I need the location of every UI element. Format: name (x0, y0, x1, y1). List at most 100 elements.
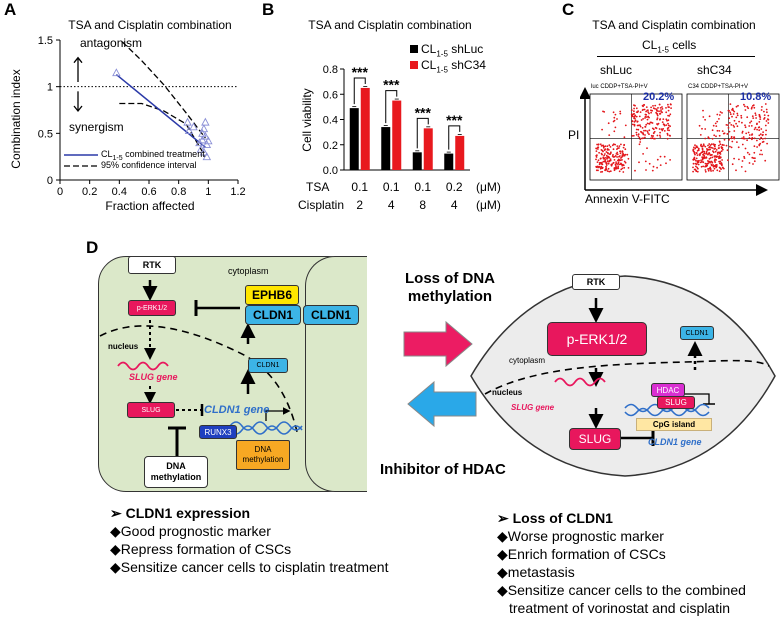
b-bar-shLuc-3 (412, 152, 422, 170)
a-data-point (183, 117, 192, 126)
flow-event (642, 153, 644, 155)
panel-label-a: A (4, 0, 17, 19)
right-dna-1 (624, 403, 710, 413)
flow-event (748, 162, 751, 164)
flow-event (608, 144, 611, 147)
flow-event (712, 151, 715, 154)
flow-event (764, 137, 767, 140)
flow-event (623, 154, 626, 157)
flow-event (726, 133, 729, 135)
flow-event (705, 153, 707, 155)
flow-event (648, 112, 650, 115)
flow-event (667, 106, 670, 108)
flow-event (644, 129, 647, 132)
flow-event (754, 112, 757, 115)
flow-event (659, 134, 661, 137)
flow-event (656, 158, 659, 161)
flow-event (617, 161, 620, 164)
flow-event (601, 166, 604, 169)
flow-event (633, 110, 635, 113)
flow-event (663, 155, 666, 158)
plot2-header: C34 CDDP+TSA-PI+V (688, 84, 749, 90)
flow-event (632, 134, 635, 137)
panel-b-legend: CL1-5 shLuc CL1-5 shC34 (410, 42, 486, 75)
flow-event (693, 152, 696, 155)
nuclear-membrane (99, 325, 299, 437)
flow-event (753, 106, 756, 109)
b-sig-label: *** (383, 77, 400, 93)
flow-event (760, 128, 763, 130)
flow-event (719, 143, 722, 146)
flow-event (716, 153, 719, 155)
flow-event (646, 130, 649, 133)
flow-event (661, 128, 663, 131)
bottom-right-item-2: ◆Enrich formation of CSCs (497, 546, 666, 562)
flow-event (644, 117, 646, 119)
flow-event (753, 160, 756, 163)
panel-a-title: TSA and Cisplatin combination (68, 18, 232, 32)
legend-prefix: CL (101, 149, 113, 159)
flow-event (767, 122, 770, 124)
flow-event (595, 158, 597, 161)
flow-event (638, 136, 641, 139)
flow-event (712, 169, 714, 172)
flow-event (604, 153, 606, 155)
flow-event (616, 145, 619, 147)
row-label-cisplatin: Cisplatin (298, 198, 345, 212)
flow-event (765, 129, 767, 132)
b-bar-shLuc-2 (381, 127, 391, 170)
bottom-right-heading: ➢ Loss of CLDN1 (497, 510, 613, 526)
flow-event (613, 119, 616, 122)
flow-event (624, 148, 627, 151)
flow-event (759, 142, 762, 145)
flow-event (633, 115, 636, 118)
flow-event (764, 103, 767, 105)
flow-event (741, 132, 744, 134)
flow-event (637, 128, 640, 131)
flow-event (767, 114, 770, 117)
flow-event (738, 120, 740, 123)
dna-methylation-tag: DNA methylation (236, 440, 290, 470)
b-bar-shC34-2 (392, 100, 402, 170)
flow-event (668, 129, 670, 132)
flow-event (698, 124, 701, 127)
flow-event (702, 157, 705, 160)
b-sig-bracket (416, 117, 429, 149)
flow-event (707, 169, 710, 172)
flow-event (638, 115, 641, 118)
flow-event (631, 123, 634, 126)
a-y-tick-label: 1.5 (38, 35, 53, 47)
flow-event (702, 165, 705, 168)
flow-event (713, 165, 716, 168)
flow-event (663, 123, 666, 126)
flow-event (652, 165, 655, 168)
flow-event (721, 112, 723, 114)
bottom-right-block: ➢ Loss of CLDN1 ◆Worse prognostic marker… (497, 510, 746, 617)
flow-event (700, 151, 703, 154)
flow-event (718, 157, 720, 160)
right-slug: SLUG (569, 428, 621, 450)
flow-event (656, 113, 659, 116)
flow-event (633, 117, 635, 120)
flow-event (744, 147, 747, 150)
hdac-inhibit-line (683, 393, 710, 404)
flow-event (763, 114, 766, 116)
neighbor-cell (305, 256, 367, 492)
flow-event (710, 163, 713, 166)
flow-event (718, 162, 721, 165)
flow-event (620, 156, 623, 159)
flow-event (754, 126, 757, 129)
flow-event (718, 144, 720, 147)
flow-event (604, 159, 607, 161)
flow-event (656, 123, 659, 126)
flow-event (601, 163, 604, 166)
flow-event (715, 155, 717, 157)
legend-combined-text: combined treatment (125, 149, 205, 159)
flow-event (655, 109, 658, 112)
flow-event (616, 159, 619, 162)
right-nucleus-label: nucleus (492, 388, 523, 397)
flow-event (656, 134, 659, 137)
flow-event (756, 146, 758, 148)
a-data-point (112, 68, 121, 77)
flow-event (666, 137, 669, 140)
